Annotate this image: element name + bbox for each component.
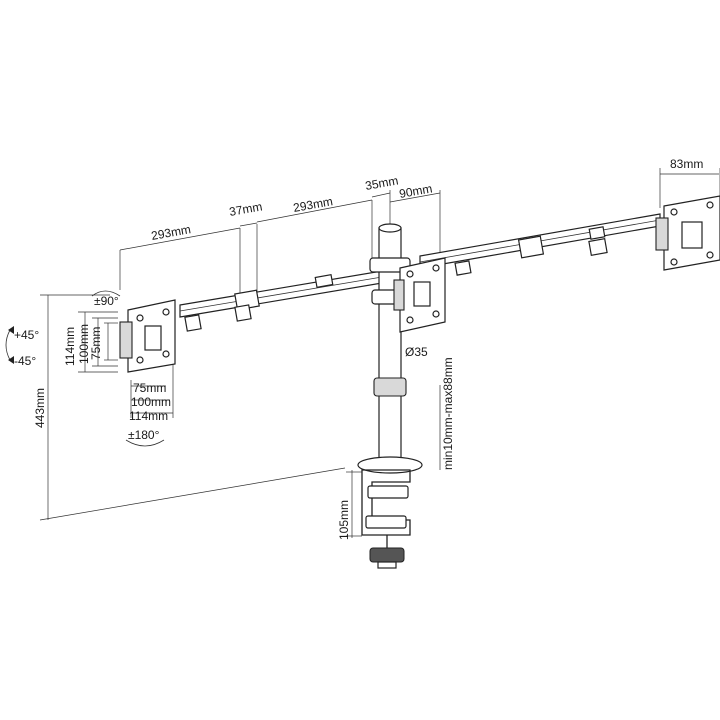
top-dimension-lines <box>119 168 720 298</box>
label-vesa-h-114: 114mm <box>129 409 168 423</box>
left-vesa-dimension-lines <box>78 311 174 418</box>
label-vesa-v-100: 100mm <box>77 324 91 364</box>
tilt-up-arrow-icon <box>8 326 14 334</box>
right-pole-dimension-lines <box>346 385 441 538</box>
label-arm-right: 293mm <box>292 194 334 215</box>
label-plate-width: 83mm <box>670 157 703 171</box>
label-vesa-v-75: 75mm <box>89 327 103 360</box>
height-guide-lines <box>39 294 346 521</box>
swivel-arc-icon <box>91 290 121 297</box>
label-vesa-h-100: 100mm <box>131 395 171 409</box>
label-gap-mid: 37mm <box>228 199 263 219</box>
label-vesa-v-114: 114mm <box>63 327 77 366</box>
tilt-down-arrow-icon <box>8 356 14 364</box>
rotate-arc-icon <box>125 439 165 447</box>
label-swivel: ±90° <box>94 294 119 308</box>
right-vesa-plate <box>655 195 720 271</box>
label-tilt-up: +45° <box>14 328 39 342</box>
rotation-indicators <box>5 290 165 447</box>
label-pole-diameter: Ø35 <box>405 345 428 359</box>
tilt-arc-icon <box>5 329 11 361</box>
center-vesa-plate <box>393 257 446 333</box>
label-arm-left: 293mm <box>150 222 192 243</box>
rotation-labels: ±90° ±180° +45° -45° <box>14 294 160 442</box>
label-clamp-height: 105mm <box>337 500 351 540</box>
dimension-labels: 293mm 37mm 293mm 35mm 90mm 83mm Ø35 min1… <box>33 157 703 540</box>
label-total-height: 443mm <box>33 388 47 428</box>
label-rotate: ±180° <box>128 428 160 442</box>
desk-clamp <box>361 469 411 569</box>
label-desk-thickness: min10mm-max88mm <box>441 357 455 470</box>
left-vesa-plate <box>119 299 176 373</box>
label-pole-offset: 35mm <box>364 173 399 193</box>
label-tilt-down: -45° <box>14 354 36 368</box>
label-vesa-h-75: 75mm <box>133 381 166 395</box>
label-extension-right: 90mm <box>398 181 433 201</box>
